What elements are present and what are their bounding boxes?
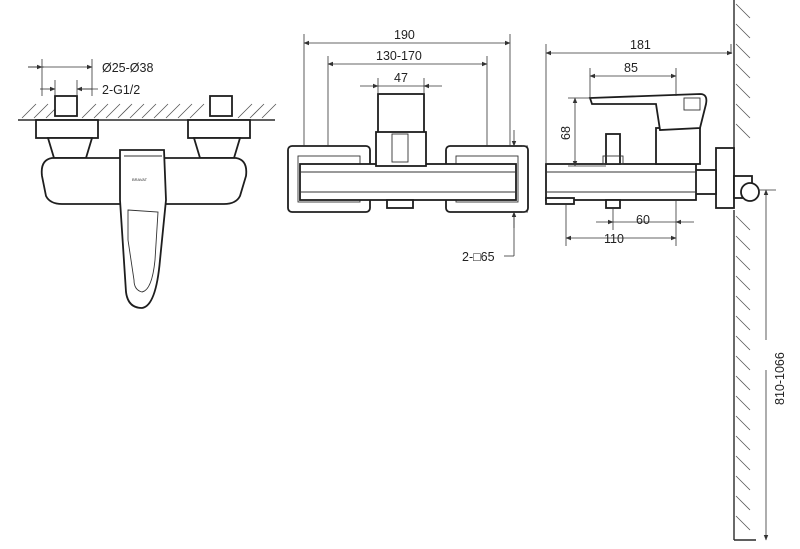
cartridge-housing xyxy=(375,131,427,167)
dimension-pipe-diameter: Ø25-Ø38 xyxy=(28,59,153,96)
thread-label: 2-G1/2 xyxy=(102,83,140,97)
dimension-mount-height: 810-1066 xyxy=(758,189,787,541)
height-label: 68 xyxy=(559,126,573,140)
left-eccentric xyxy=(46,137,94,159)
pipe-diameter-label: Ø25-Ø38 xyxy=(102,61,153,75)
brand-logo: BRAVAT xyxy=(132,177,148,182)
front-view: BRAVAT Ø25-Ø38 2-G1/2 xyxy=(18,59,277,309)
mixer-body-top xyxy=(299,163,517,201)
spout-offset-label: 60 xyxy=(636,213,650,227)
right-flange xyxy=(187,119,251,139)
wall-flange-side xyxy=(715,147,735,209)
spout-length-label: 110 xyxy=(604,232,624,246)
total-depth-label: 181 xyxy=(630,38,651,52)
wall-nut-side xyxy=(740,182,760,202)
wall-hatching-side xyxy=(733,0,756,541)
handle-projection-label: 85 xyxy=(624,61,638,75)
dimension-axis-spacing: 130-170 xyxy=(327,49,488,146)
dimension-flange: 2-□65 xyxy=(462,130,528,264)
axis-spacing-label: 130-170 xyxy=(376,49,422,63)
top-view: 190 130-170 47 2-□65 xyxy=(287,28,529,264)
dimension-spout-offset: 60 xyxy=(596,200,694,230)
dimension-spout-length: 110 xyxy=(565,204,677,246)
mixer-body-side xyxy=(545,163,697,201)
right-eccentric xyxy=(192,137,242,159)
dimension-thread: 2-G1/2 xyxy=(40,80,140,97)
diverter-knob xyxy=(605,133,621,165)
mount-height-label: 810-1066 xyxy=(773,352,787,405)
handle-inner-edge xyxy=(127,209,159,293)
total-width-label: 190 xyxy=(394,28,415,42)
lever-handle xyxy=(119,149,167,309)
dimension-total-width: 190 xyxy=(303,28,511,146)
dimension-height: 68 xyxy=(559,97,606,167)
spout-side xyxy=(545,197,575,205)
right-pipe-nut xyxy=(209,95,233,117)
dimension-body-width: 47 xyxy=(360,71,442,94)
body-width-label: 47 xyxy=(394,71,408,85)
side-view: 181 85 68 60 xyxy=(545,0,787,541)
left-pipe-nut xyxy=(54,95,78,117)
cartridge-side xyxy=(655,127,701,165)
connector-side xyxy=(693,169,717,195)
lever-handle-side xyxy=(588,93,708,131)
dimension-handle-projection: 85 xyxy=(589,61,677,98)
handle-top xyxy=(377,93,425,135)
left-flange xyxy=(35,119,99,139)
dimension-total-depth: 181 xyxy=(545,38,733,164)
flange-size-label: 2-□65 xyxy=(462,250,495,264)
spout-nub xyxy=(386,199,414,209)
